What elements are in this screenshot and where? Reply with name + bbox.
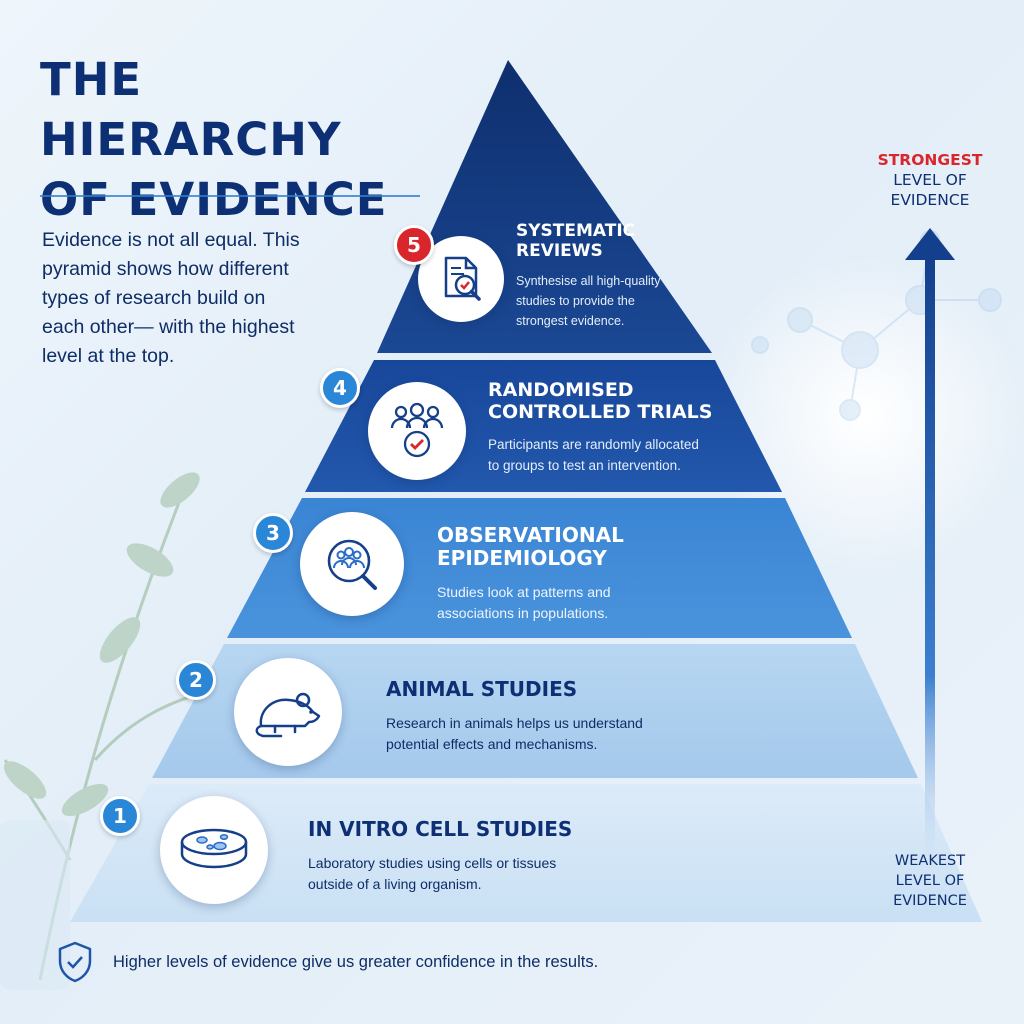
plant-decoration	[0, 472, 233, 990]
tier-3-text: OBSERVATIONAL EPIDEMIOLOGY Studies look …	[437, 524, 697, 624]
weakest-label-top: WEAKEST	[894, 853, 966, 869]
tier-3-description: Studies look at patterns and association…	[437, 582, 697, 624]
tier-5-badge: 5	[394, 225, 434, 265]
tier-5-text: SYSTEMATIC REVIEWS Synthesise all high-q…	[516, 221, 701, 331]
title-line-1: THE HIERARCHY	[40, 53, 342, 166]
shield-check-icon	[58, 941, 92, 983]
tier-5-icon-circle	[418, 236, 504, 322]
tier-1-icon-circle	[160, 796, 268, 904]
tier-3-badge: 3	[253, 513, 293, 553]
tier-2-desc-line-1: Research in animals helps us understand	[386, 715, 643, 731]
weakest-label: WEAKEST LEVEL OF EVIDENCE	[860, 851, 1000, 911]
document-magnifier-icon	[444, 256, 481, 301]
tier-2-title: ANIMAL STUDIES	[386, 677, 578, 701]
tier-5-desc-line-2: studies to provide the	[516, 294, 635, 309]
tier-2-band	[152, 644, 918, 778]
title-divider	[40, 195, 420, 197]
tier-3-title-line-2: EPIDEMIOLOGY	[437, 546, 607, 570]
tier-2-icon-circle	[234, 658, 342, 766]
tier-2-text: ANIMAL STUDIES Research in animals helps…	[386, 678, 686, 755]
tier-3-icon-circle	[300, 512, 404, 616]
tier-2-desc-line-2: potential effects and mechanisms.	[386, 736, 598, 752]
mouse-icon	[255, 692, 321, 738]
tier-2-badge: 2	[176, 660, 216, 700]
weakest-label-bottom: EVIDENCE	[893, 893, 967, 909]
tier-4-icon-circle	[368, 382, 466, 480]
tier-4-description: Participants are randomly allocated to g…	[488, 434, 738, 476]
tier-5-desc-line-1: Synthesise all high-quality	[516, 274, 661, 289]
tier-1-desc-line-1: Laboratory studies using cells or tissue…	[308, 855, 557, 871]
tier-1-band	[70, 784, 982, 922]
title-line-2: OF EVIDENCE	[40, 173, 388, 226]
footer-text: Higher levels of evidence give us greate…	[113, 952, 599, 971]
tier-5-desc-line-3: strongest evidence.	[516, 314, 625, 329]
strongest-label: STRONGEST LEVEL OF EVIDENCE	[860, 150, 1000, 210]
tier-1-badge: 1	[100, 796, 140, 836]
tier-3-title: OBSERVATIONAL EPIDEMIOLOGY	[437, 524, 697, 570]
strength-arrow	[905, 228, 955, 856]
tier-3-title-line-1: OBSERVATIONAL	[437, 523, 624, 547]
footer: Higher levels of evidence give us greate…	[55, 940, 598, 984]
tier-5-title: SYSTEMATIC REVIEWS	[516, 221, 701, 261]
weakest-label-middle: LEVEL OF	[895, 873, 965, 889]
tier-4-badge: 4	[320, 368, 360, 408]
tier-1-desc-line-2: outside of a living organism.	[308, 876, 482, 892]
tier-4-title-line-2: CONTROLLED TRIALS	[488, 400, 713, 423]
strongest-label-middle: LEVEL OF	[893, 171, 967, 189]
people-check-icon	[390, 402, 444, 458]
tier-3-desc-line-1: Studies look at patterns and	[437, 584, 611, 600]
tier-5-title-line-2: REVIEWS	[516, 240, 603, 261]
tier-4-title: RANDOMISED CONTROLLED TRIALS	[488, 379, 738, 424]
tier-5-title-line-1: SYSTEMATIC	[516, 221, 636, 241]
tier-2-description: Research in animals helps us understand …	[386, 713, 686, 755]
population-magnifier-icon	[327, 539, 377, 590]
tier-5-description: Synthesise all high-quality studies to p…	[516, 271, 701, 331]
petri-dish-icon	[180, 828, 248, 869]
tier-4-title-line-1: RANDOMISED	[488, 379, 634, 401]
tier-1-description: Laboratory studies using cells or tissue…	[308, 853, 628, 895]
tier-1-title: IN VITRO CELL STUDIES	[308, 817, 573, 841]
strongest-label-bottom: EVIDENCE	[890, 191, 970, 209]
strongest-label-top: STRONGEST	[877, 151, 983, 169]
page-title: THE HIERARCHY OF EVIDENCE	[40, 50, 460, 230]
tier-1-text: IN VITRO CELL STUDIES Laboratory studies…	[308, 818, 628, 895]
tier-3-desc-line-2: associations in populations.	[437, 605, 609, 621]
intro-text: Evidence is not all equal. This pyramid …	[42, 229, 300, 367]
tier-4-desc-line-1: Participants are randomly allocated	[488, 436, 699, 452]
tier-4-text: RANDOMISED CONTROLLED TRIALS Participant…	[488, 379, 738, 476]
tier-4-desc-line-2: to groups to test an intervention.	[488, 457, 681, 473]
